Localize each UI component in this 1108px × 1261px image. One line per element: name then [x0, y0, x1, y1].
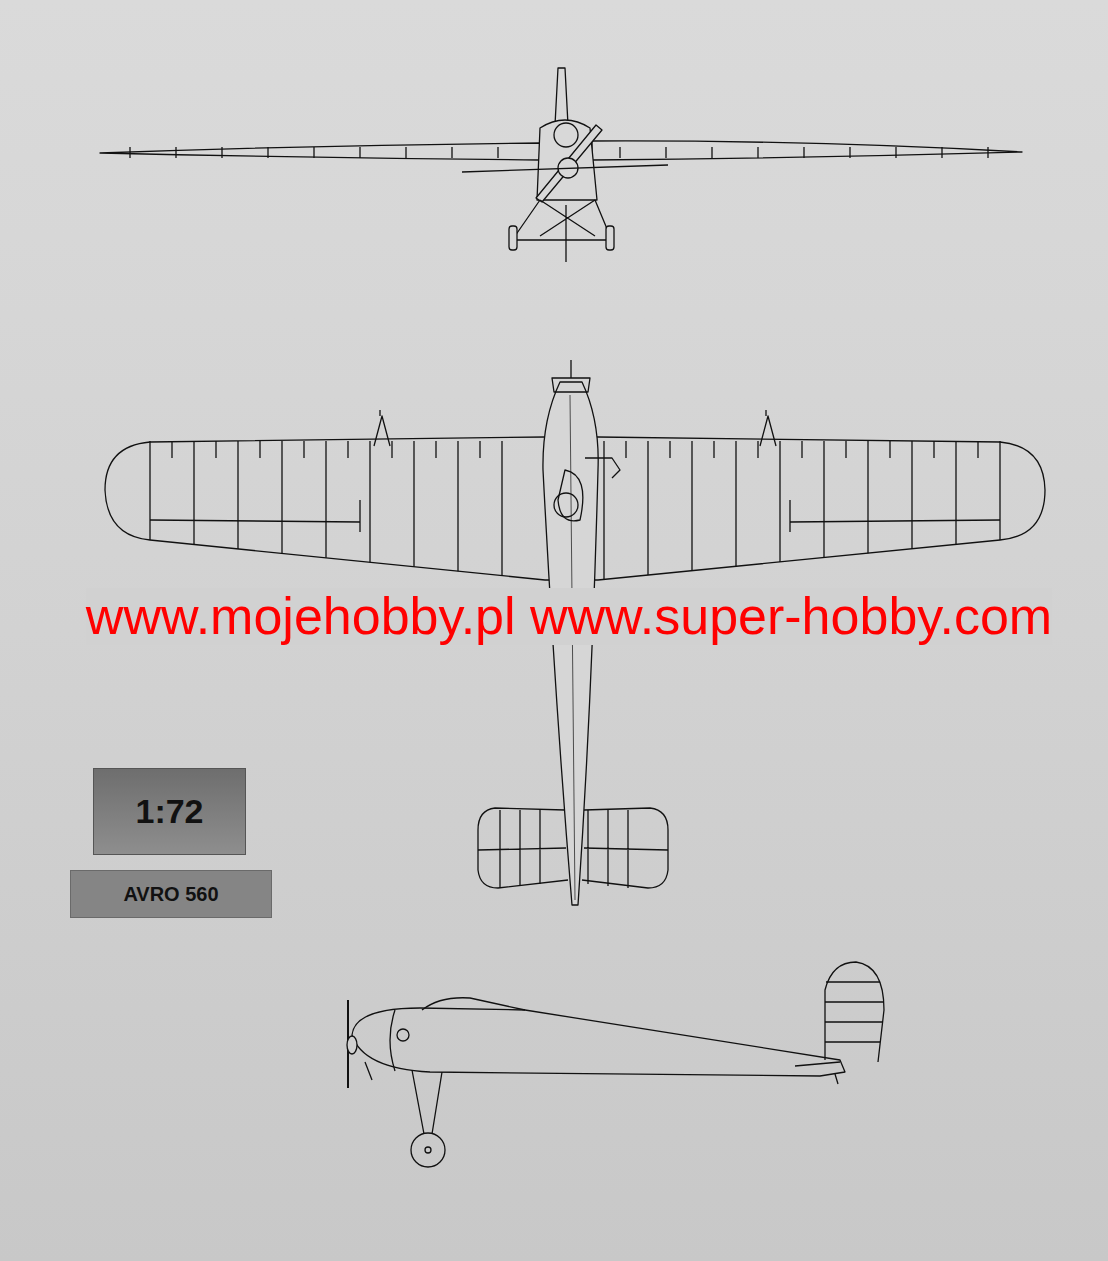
fin	[555, 68, 568, 125]
engine	[552, 360, 590, 392]
rib-tick	[757, 147, 758, 158]
scale-box: 1:72	[93, 768, 246, 855]
box-text: AVRO 560	[123, 883, 218, 906]
rib-tick	[313, 147, 314, 158]
prop-hub-side	[347, 1036, 357, 1054]
wheel	[606, 226, 614, 250]
rib-tick	[803, 147, 804, 158]
side-view	[347, 962, 884, 1167]
rib-tick	[941, 147, 942, 158]
fin-side	[825, 962, 884, 1062]
cowl-mark	[397, 1029, 409, 1041]
half-rib	[713, 441, 714, 458]
half-rib	[479, 441, 480, 458]
rib-tick	[619, 147, 620, 158]
wing-rib	[325, 441, 326, 558]
rib-tick	[711, 147, 712, 158]
half-rib	[625, 441, 626, 458]
wing-rib	[413, 441, 414, 567]
rib-tick	[451, 147, 452, 158]
rib-tick	[497, 147, 498, 158]
cowling	[554, 123, 578, 147]
wing-rib	[369, 441, 370, 562]
rib-tick	[849, 147, 850, 158]
box-text: 1:72	[135, 792, 203, 831]
strut-line	[462, 165, 668, 172]
wing-right	[592, 141, 1022, 160]
rib-tick	[405, 147, 406, 158]
rib-tick	[895, 147, 896, 158]
rib-tick	[129, 147, 130, 158]
title-box: AVRO 560	[70, 870, 272, 918]
half-rib	[347, 441, 348, 458]
wheel	[509, 226, 517, 250]
rib-tick	[221, 147, 222, 158]
half-rib	[757, 441, 758, 458]
wing-rib	[457, 441, 458, 571]
wing-rib	[647, 441, 648, 575]
wing-rib	[823, 441, 824, 558]
half-rib	[303, 441, 304, 458]
cockpit-ring	[554, 493, 578, 517]
wing-rib	[603, 441, 604, 579]
half-rib	[977, 441, 978, 458]
wing-rib	[149, 441, 150, 540]
cockpit-side	[422, 998, 525, 1010]
half-rib	[845, 441, 846, 458]
wheel-hub	[425, 1147, 431, 1153]
wing-rib	[999, 441, 1000, 540]
landing-gear	[512, 200, 613, 262]
half-rib	[171, 441, 172, 458]
wing-rib	[955, 441, 956, 544]
rib-tick	[267, 147, 268, 158]
wheel-side	[411, 1133, 445, 1167]
wing-rib	[193, 441, 194, 544]
half-rib	[259, 441, 260, 458]
rib-tick	[665, 147, 666, 158]
tail-details	[795, 1062, 840, 1084]
front-view	[100, 68, 1022, 262]
half-rib	[933, 441, 934, 458]
wing-rib	[501, 441, 502, 576]
rib-tick	[987, 147, 988, 158]
rib-tick	[359, 147, 360, 158]
fin-ribs	[825, 982, 884, 1042]
center-line	[570, 395, 575, 900]
wing-rib	[237, 441, 238, 549]
wing-rib	[867, 441, 868, 553]
cowling-line	[390, 1010, 395, 1071]
half-rib	[391, 441, 392, 458]
fuselage-side	[352, 1008, 845, 1076]
watermark: www.mojehobby.pl www.super-hobby.com	[86, 588, 1052, 645]
propeller	[536, 125, 602, 202]
wing-rib	[281, 441, 282, 553]
wing-rib	[691, 441, 692, 571]
cockpit	[558, 458, 620, 521]
wing-rib	[735, 441, 736, 566]
half-rib	[669, 441, 670, 458]
half-rib	[215, 441, 216, 458]
wing-left	[100, 143, 540, 160]
wing-rib	[911, 441, 912, 549]
wing-rib	[779, 441, 780, 562]
half-rib	[435, 441, 436, 458]
half-rib	[889, 441, 890, 458]
gear-side	[365, 1062, 442, 1134]
rib-tick	[175, 147, 176, 158]
half-rib	[801, 441, 802, 458]
